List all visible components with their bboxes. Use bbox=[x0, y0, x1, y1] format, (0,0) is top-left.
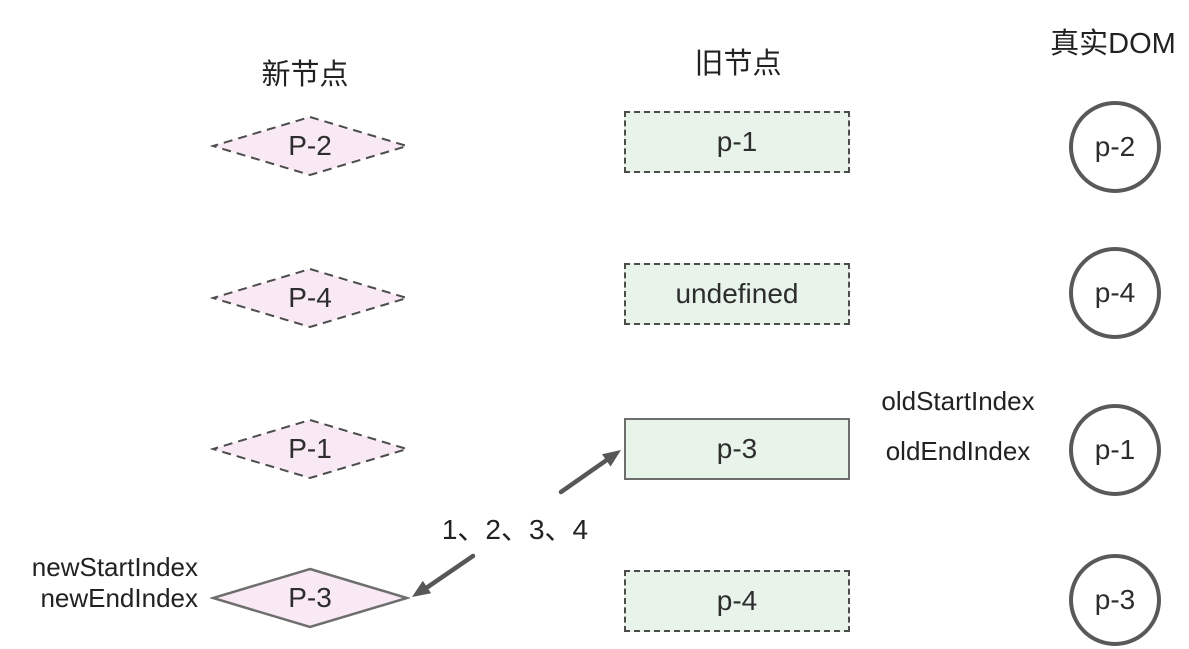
new-node-diamond-p2: P-2 bbox=[210, 115, 410, 177]
new-node-label: P-2 bbox=[288, 130, 332, 161]
old-node-box-p3: p-3 bbox=[624, 418, 850, 480]
diamond-shape-icon bbox=[210, 267, 410, 329]
old-end-index-label: oldEndIndex bbox=[885, 436, 1031, 466]
diamond-shape-icon bbox=[210, 567, 410, 629]
old-node-box-undefined: undefined bbox=[624, 263, 850, 325]
old-start-index-label: oldStartIndex bbox=[881, 386, 1035, 416]
real-dom-circle-p3: p-3 bbox=[1069, 554, 1161, 646]
new-node-diamond-p3: P-3 bbox=[210, 567, 410, 629]
new-node-label: P-3 bbox=[288, 582, 332, 613]
new-nodes-header: 新节点 bbox=[261, 59, 349, 91]
diamond-shape-icon bbox=[210, 418, 410, 480]
real-dom-circle-p1: p-1 bbox=[1069, 404, 1161, 496]
new-node-label: P-1 bbox=[288, 433, 332, 464]
new-start-index-label: newStartIndex bbox=[31, 552, 198, 582]
old-node-box-p4: p-4 bbox=[624, 570, 850, 632]
real-dom-circle-p4: p-4 bbox=[1069, 247, 1161, 339]
diamond-shape-icon bbox=[210, 115, 410, 177]
new-end-index-label: newEndIndex bbox=[40, 583, 198, 613]
real-dom-header: 真实DOM bbox=[1050, 28, 1176, 60]
old-node-box-p1: p-1 bbox=[624, 111, 850, 173]
new-node-diamond-p4: P-4 bbox=[210, 267, 410, 329]
old-nodes-header: 旧节点 bbox=[694, 48, 782, 80]
new-node-label: P-4 bbox=[288, 282, 332, 313]
new-node-diamond-p1: P-1 bbox=[210, 418, 410, 480]
compare-steps-label: 1、2、3、4 bbox=[441, 514, 589, 545]
real-dom-circle-p2: p-2 bbox=[1069, 101, 1161, 193]
